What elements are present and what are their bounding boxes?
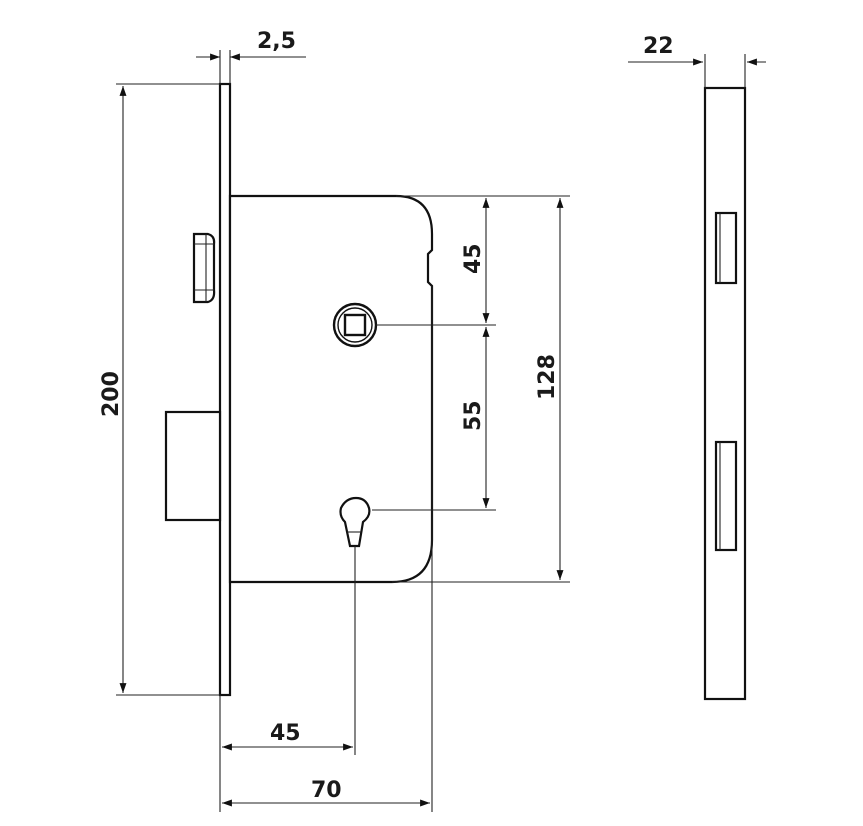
dim-label-70: 70 bbox=[311, 778, 342, 803]
follower bbox=[332, 302, 378, 348]
keyhole bbox=[339, 496, 371, 548]
faceplate bbox=[703, 86, 747, 701]
latch-bolt bbox=[192, 232, 216, 304]
dim-label-22: 22 bbox=[643, 34, 674, 59]
dim-case-height: 128 bbox=[392, 195, 570, 583]
dim-chain-vertical: 45 55 bbox=[372, 195, 496, 511]
lock-case bbox=[228, 194, 434, 584]
latch-slot bbox=[714, 211, 738, 285]
dim-total-height: 200 bbox=[99, 83, 220, 696]
dim-backset: 45 bbox=[219, 546, 356, 812]
dim-label-128: 128 bbox=[535, 354, 560, 400]
bolt-slot bbox=[714, 440, 738, 552]
dim-label-2-5: 2,5 bbox=[257, 29, 296, 54]
dim-label-45-upper: 45 bbox=[461, 243, 486, 274]
dim-faceplate-width: 22 bbox=[628, 34, 766, 88]
dim-forend-thickness: 2,5 bbox=[196, 29, 306, 84]
faceplate-front-view bbox=[703, 86, 747, 701]
dim-label-55: 55 bbox=[461, 400, 486, 431]
dim-label-200: 200 bbox=[99, 371, 124, 417]
forend-plate bbox=[218, 82, 232, 697]
lock-side-view bbox=[164, 82, 434, 697]
dead-bolt bbox=[164, 410, 222, 522]
dim-label-45-backset: 45 bbox=[270, 721, 301, 746]
dim-case-width: 70 bbox=[222, 286, 433, 812]
